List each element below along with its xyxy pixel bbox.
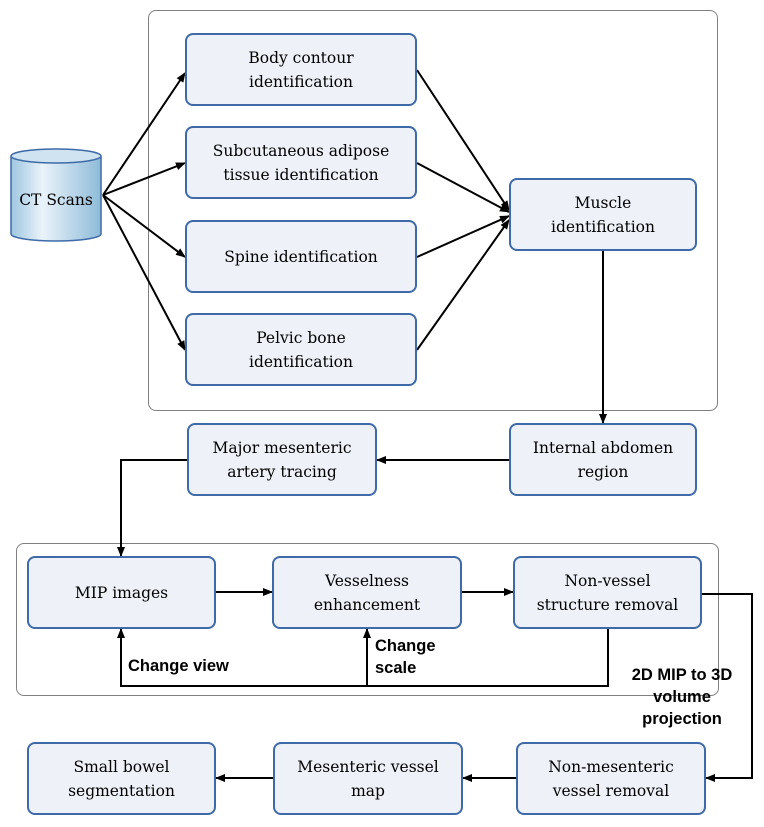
small-bowel-node: Small bowel segmentation xyxy=(27,742,216,815)
pelvic-to-muscle-arrow xyxy=(416,219,510,351)
mesenteric-map-node: Mesenteric vessel map xyxy=(273,742,463,815)
ct-scans-label: CT Scans xyxy=(19,191,93,209)
pelvic-bone-node: Pelvic bone identification xyxy=(185,313,417,386)
major-artery-node: Major mesenteric artery tracing xyxy=(187,423,377,496)
ct-to-spine-arrow xyxy=(102,194,186,258)
projection-arrow xyxy=(702,593,753,782)
change-view-label: Change view xyxy=(128,657,229,675)
ct-to-pelvic-arrow xyxy=(102,194,186,351)
database-cylinder-icon xyxy=(10,148,102,242)
vesselness-node: Vesselness enhancement xyxy=(272,556,462,629)
muscle-node: Muscle identification xyxy=(509,178,697,251)
non-mesenteric-node: Non-mesenteric vessel removal xyxy=(516,742,706,815)
feedback-change-view-arrow xyxy=(117,628,609,687)
artery-to-mip-arrow xyxy=(117,459,187,557)
internal-abdomen-node: Internal abdomen region xyxy=(509,423,697,496)
non-vessel-removal-node: Non-vessel structure removal xyxy=(513,556,702,629)
subcutaneous-to-muscle-arrow xyxy=(416,162,510,213)
body-contour-node: Body contour identification xyxy=(185,33,417,106)
subcutaneous-adipose-node: Subcutaneous adipose tissue identificati… xyxy=(185,126,417,199)
mip-images-node: MIP images xyxy=(27,556,216,629)
spine-node: Spine identification xyxy=(185,220,417,293)
ct-to-subcutaneous-arrow xyxy=(102,162,186,196)
mip-iteration-group-frame xyxy=(16,543,719,696)
change-scale-label: Change scale xyxy=(375,637,436,677)
body-contour-to-muscle-arrow xyxy=(416,69,510,211)
identification-group-frame xyxy=(148,10,718,411)
spine-to-muscle-arrow xyxy=(416,215,510,258)
projection-label: 2D MIP to 3D volume projection xyxy=(631,666,733,728)
ct-scans-database: CT Scans xyxy=(10,148,102,242)
ct-to-body-contour-arrow xyxy=(102,72,186,196)
